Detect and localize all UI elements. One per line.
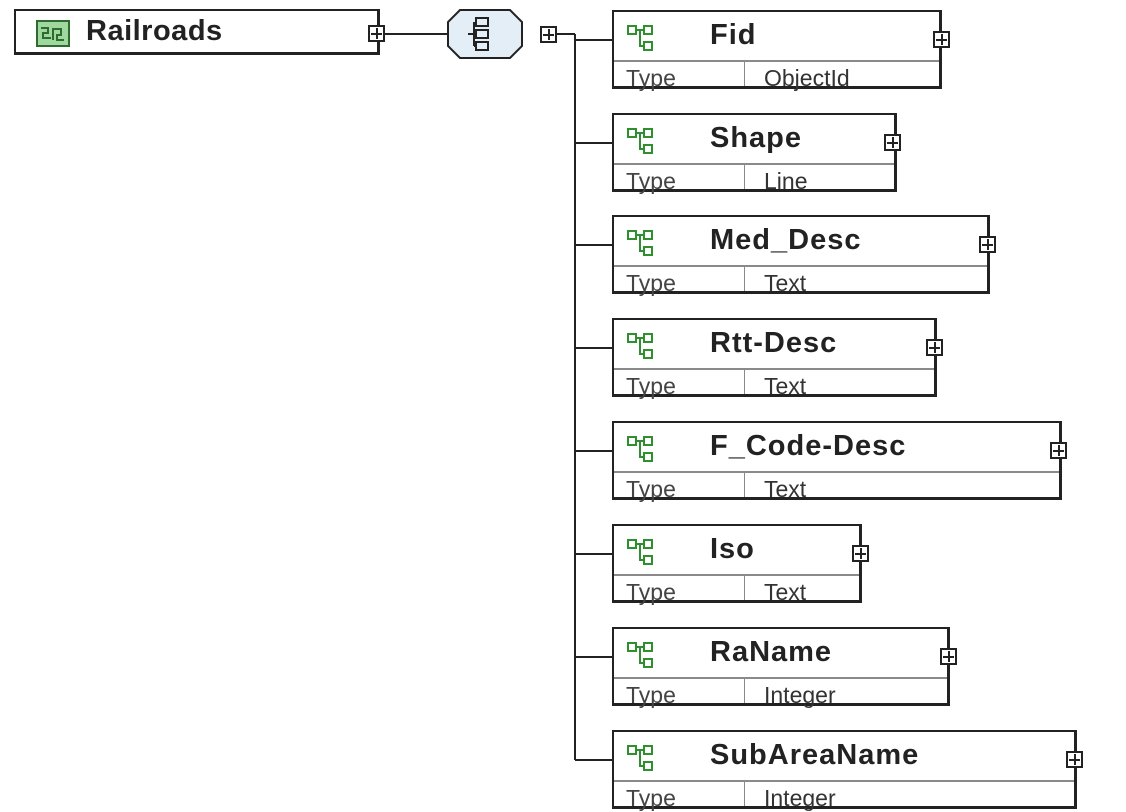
field-element[interactable]: SubAreaName Type Integer	[612, 730, 1083, 811]
field-element[interactable]: F_Code-Desc Type Text	[612, 421, 1067, 502]
property-value: Integer	[764, 682, 836, 708]
field-name: F_Code-Desc	[710, 430, 907, 462]
element-icon	[627, 333, 653, 359]
property-value: ObjectId	[764, 65, 850, 91]
property-divider	[744, 62, 745, 86]
property-value: Line	[764, 168, 808, 194]
field-name: SubAreaName	[710, 739, 920, 771]
element-icon	[627, 539, 653, 565]
field-expand-icon[interactable]	[1050, 442, 1067, 459]
field-properties: Type Text	[614, 265, 987, 296]
property-divider	[744, 370, 745, 394]
property-divider	[744, 576, 745, 600]
element-icon	[627, 128, 653, 154]
field-name: Shape	[710, 122, 803, 154]
element-icon	[627, 642, 653, 668]
root-element-label: Railroads	[86, 15, 223, 47]
field-expand-icon[interactable]	[884, 134, 901, 151]
property-key: Type	[626, 579, 676, 605]
field-element[interactable]: Iso Type Text	[612, 524, 869, 605]
property-value: Integer	[764, 785, 836, 811]
field-expand-icon[interactable]	[933, 31, 950, 48]
field-header: Rtt-Desc	[614, 320, 943, 368]
field-expand-icon[interactable]	[1066, 751, 1083, 768]
property-divider	[744, 267, 745, 291]
element-icon	[627, 436, 653, 462]
property-value: Text	[764, 476, 807, 502]
sequence-compositor[interactable]	[446, 8, 542, 60]
field-expand-icon[interactable]	[940, 648, 957, 665]
property-key: Type	[626, 373, 676, 399]
field-header: SubAreaName	[614, 732, 1083, 780]
field-element[interactable]: Rtt-Desc Type Text	[612, 318, 943, 399]
field-header: Fid	[614, 12, 950, 60]
field-properties: Type Text	[614, 574, 859, 605]
field-header: RaName	[614, 629, 957, 677]
field-element[interactable]: Shape Type Line	[612, 113, 901, 194]
property-divider	[744, 473, 745, 497]
root-element-railroads[interactable]: Railroads	[14, 9, 380, 55]
field-name: Rtt-Desc	[710, 327, 838, 359]
field-properties: Type Integer	[614, 780, 1074, 811]
element-icon	[627, 745, 653, 771]
property-value: Text	[764, 579, 807, 605]
element-icon	[627, 230, 653, 256]
field-properties: Type Line	[614, 163, 894, 194]
field-element[interactable]: Fid Type ObjectId	[612, 10, 950, 91]
field-properties: Type Integer	[614, 677, 947, 708]
property-divider	[744, 679, 745, 703]
field-name: Fid	[710, 19, 757, 51]
property-key: Type	[626, 168, 676, 194]
field-name: RaName	[710, 636, 833, 668]
field-name: Med_Desc	[710, 224, 862, 256]
field-header: Iso	[614, 526, 869, 574]
property-divider	[744, 165, 745, 189]
property-key: Type	[626, 65, 676, 91]
property-divider	[744, 782, 745, 806]
field-expand-icon[interactable]	[979, 236, 996, 253]
property-key: Type	[626, 476, 676, 502]
field-expand-icon[interactable]	[926, 339, 943, 356]
sequence-expand-icon[interactable]	[540, 26, 557, 43]
field-header: Shape	[614, 115, 901, 163]
property-value: Text	[764, 373, 807, 399]
property-key: Type	[626, 682, 676, 708]
field-properties: Type ObjectId	[614, 60, 939, 91]
field-element[interactable]: RaName Type Integer	[612, 627, 957, 708]
map-layer-icon	[36, 20, 70, 47]
field-expand-icon[interactable]	[852, 545, 869, 562]
property-key: Type	[626, 270, 676, 296]
element-icon	[627, 25, 653, 51]
field-properties: Type Text	[614, 368, 934, 399]
field-header: Med_Desc	[614, 217, 996, 265]
property-key: Type	[626, 785, 676, 811]
property-value: Text	[764, 270, 807, 296]
root-expand-icon[interactable]	[368, 25, 385, 42]
field-element[interactable]: Med_Desc Type Text	[612, 215, 996, 296]
field-header: F_Code-Desc	[614, 423, 1067, 471]
field-name: Iso	[710, 533, 755, 565]
sequence-compositor-icon	[468, 17, 489, 51]
field-properties: Type Text	[614, 471, 1059, 502]
